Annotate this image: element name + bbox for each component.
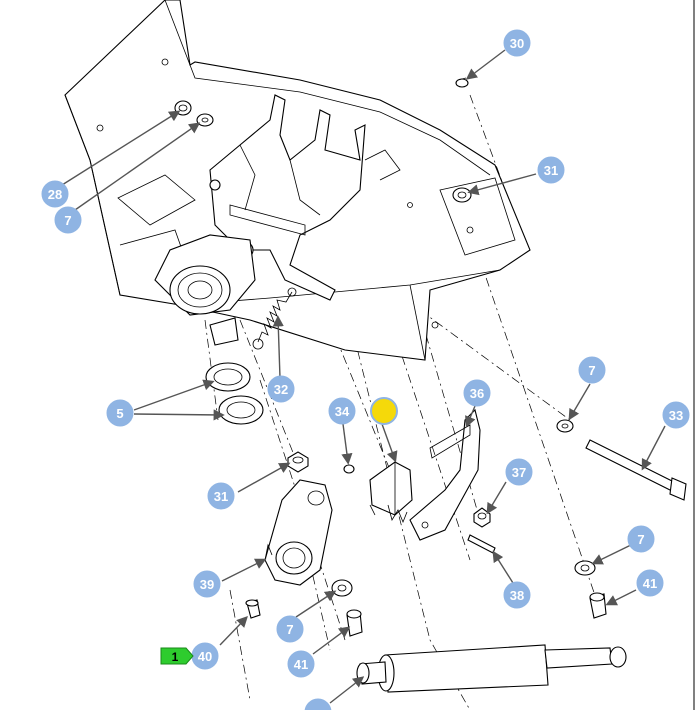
callout-31-label: 31 xyxy=(544,163,558,178)
callout-39-label: 39 xyxy=(200,577,214,592)
callout-5-label: 5 xyxy=(116,406,123,421)
callout-33[interactable]: 33 xyxy=(662,401,690,429)
nut-37 xyxy=(473,507,491,528)
callout-7-lower-center[interactable]: 7 xyxy=(276,615,304,643)
callout-28-label: 28 xyxy=(48,187,62,202)
spacer-41-right xyxy=(589,592,607,619)
washer-7-lower-center xyxy=(331,579,353,597)
callout-7-label: 7 xyxy=(637,532,644,547)
callout-5[interactable]: 5 xyxy=(106,399,134,427)
leader-lines xyxy=(61,49,666,704)
hardware-30 xyxy=(455,77,469,88)
callout-41-center[interactable]: 41 xyxy=(287,650,315,678)
callout-41-right[interactable]: 41 xyxy=(636,569,664,597)
callout-37[interactable]: 37 xyxy=(505,458,533,486)
callout-31-top[interactable]: 31 xyxy=(537,156,565,184)
callout-7-label: 7 xyxy=(64,213,71,228)
green-tag-icon xyxy=(160,647,194,665)
callout-7-right-lower[interactable]: 7 xyxy=(627,525,655,553)
callout-28[interactable]: 28 xyxy=(41,180,69,208)
callout-7-label: 7 xyxy=(588,363,595,378)
callout-partial-bottom[interactable] xyxy=(304,698,332,710)
hardware-31-top xyxy=(452,187,472,203)
item-marker-tag[interactable]: 1 xyxy=(160,647,194,665)
callout-36-label: 36 xyxy=(470,386,484,401)
callout-30[interactable]: 30 xyxy=(503,29,531,57)
yellow-marker-icon xyxy=(370,397,398,425)
screw-40 xyxy=(245,599,261,619)
nut-31-lower xyxy=(287,451,309,473)
callout-7-top-left[interactable]: 7 xyxy=(54,206,82,234)
callout-38[interactable]: 38 xyxy=(503,581,531,609)
callout-33-label: 33 xyxy=(669,408,683,423)
callout-40-label: 40 xyxy=(198,649,212,664)
washer-7-lower-right xyxy=(574,560,596,576)
callout-40[interactable]: 40 xyxy=(191,642,219,670)
callout-31-lower[interactable]: 31 xyxy=(207,482,235,510)
callout-37-label: 37 xyxy=(512,465,526,480)
gas-cylinder xyxy=(356,644,627,693)
callout-41-label: 41 xyxy=(294,657,308,672)
callout-34[interactable]: 34 xyxy=(328,397,356,425)
callout-39[interactable]: 39 xyxy=(193,570,221,598)
callout-36[interactable]: 36 xyxy=(463,379,491,407)
lever-39 xyxy=(264,479,333,586)
bearing-housing xyxy=(154,234,256,346)
callout-31-label: 31 xyxy=(214,489,228,504)
highlight-dot[interactable] xyxy=(370,397,398,425)
bolt-33 xyxy=(585,439,687,501)
washer-5-pair xyxy=(205,362,264,425)
callout-30-label: 30 xyxy=(510,36,524,51)
callout-38-label: 38 xyxy=(510,588,524,603)
switch-assembly xyxy=(343,461,413,524)
spacer-41-center xyxy=(346,609,363,637)
spring-part xyxy=(252,287,297,350)
callout-7-right-top[interactable]: 7 xyxy=(578,356,606,384)
item-marker-label: 1 xyxy=(172,650,179,664)
bracket-36 xyxy=(409,408,481,541)
pin-38 xyxy=(467,534,496,554)
callout-7-label: 7 xyxy=(286,622,293,637)
callout-34-label: 34 xyxy=(335,404,350,419)
callout-32-label: 32 xyxy=(274,382,288,397)
callout-32[interactable]: 32 xyxy=(267,375,295,403)
washer-7-right xyxy=(556,419,574,433)
callout-41-label: 41 xyxy=(643,576,657,591)
